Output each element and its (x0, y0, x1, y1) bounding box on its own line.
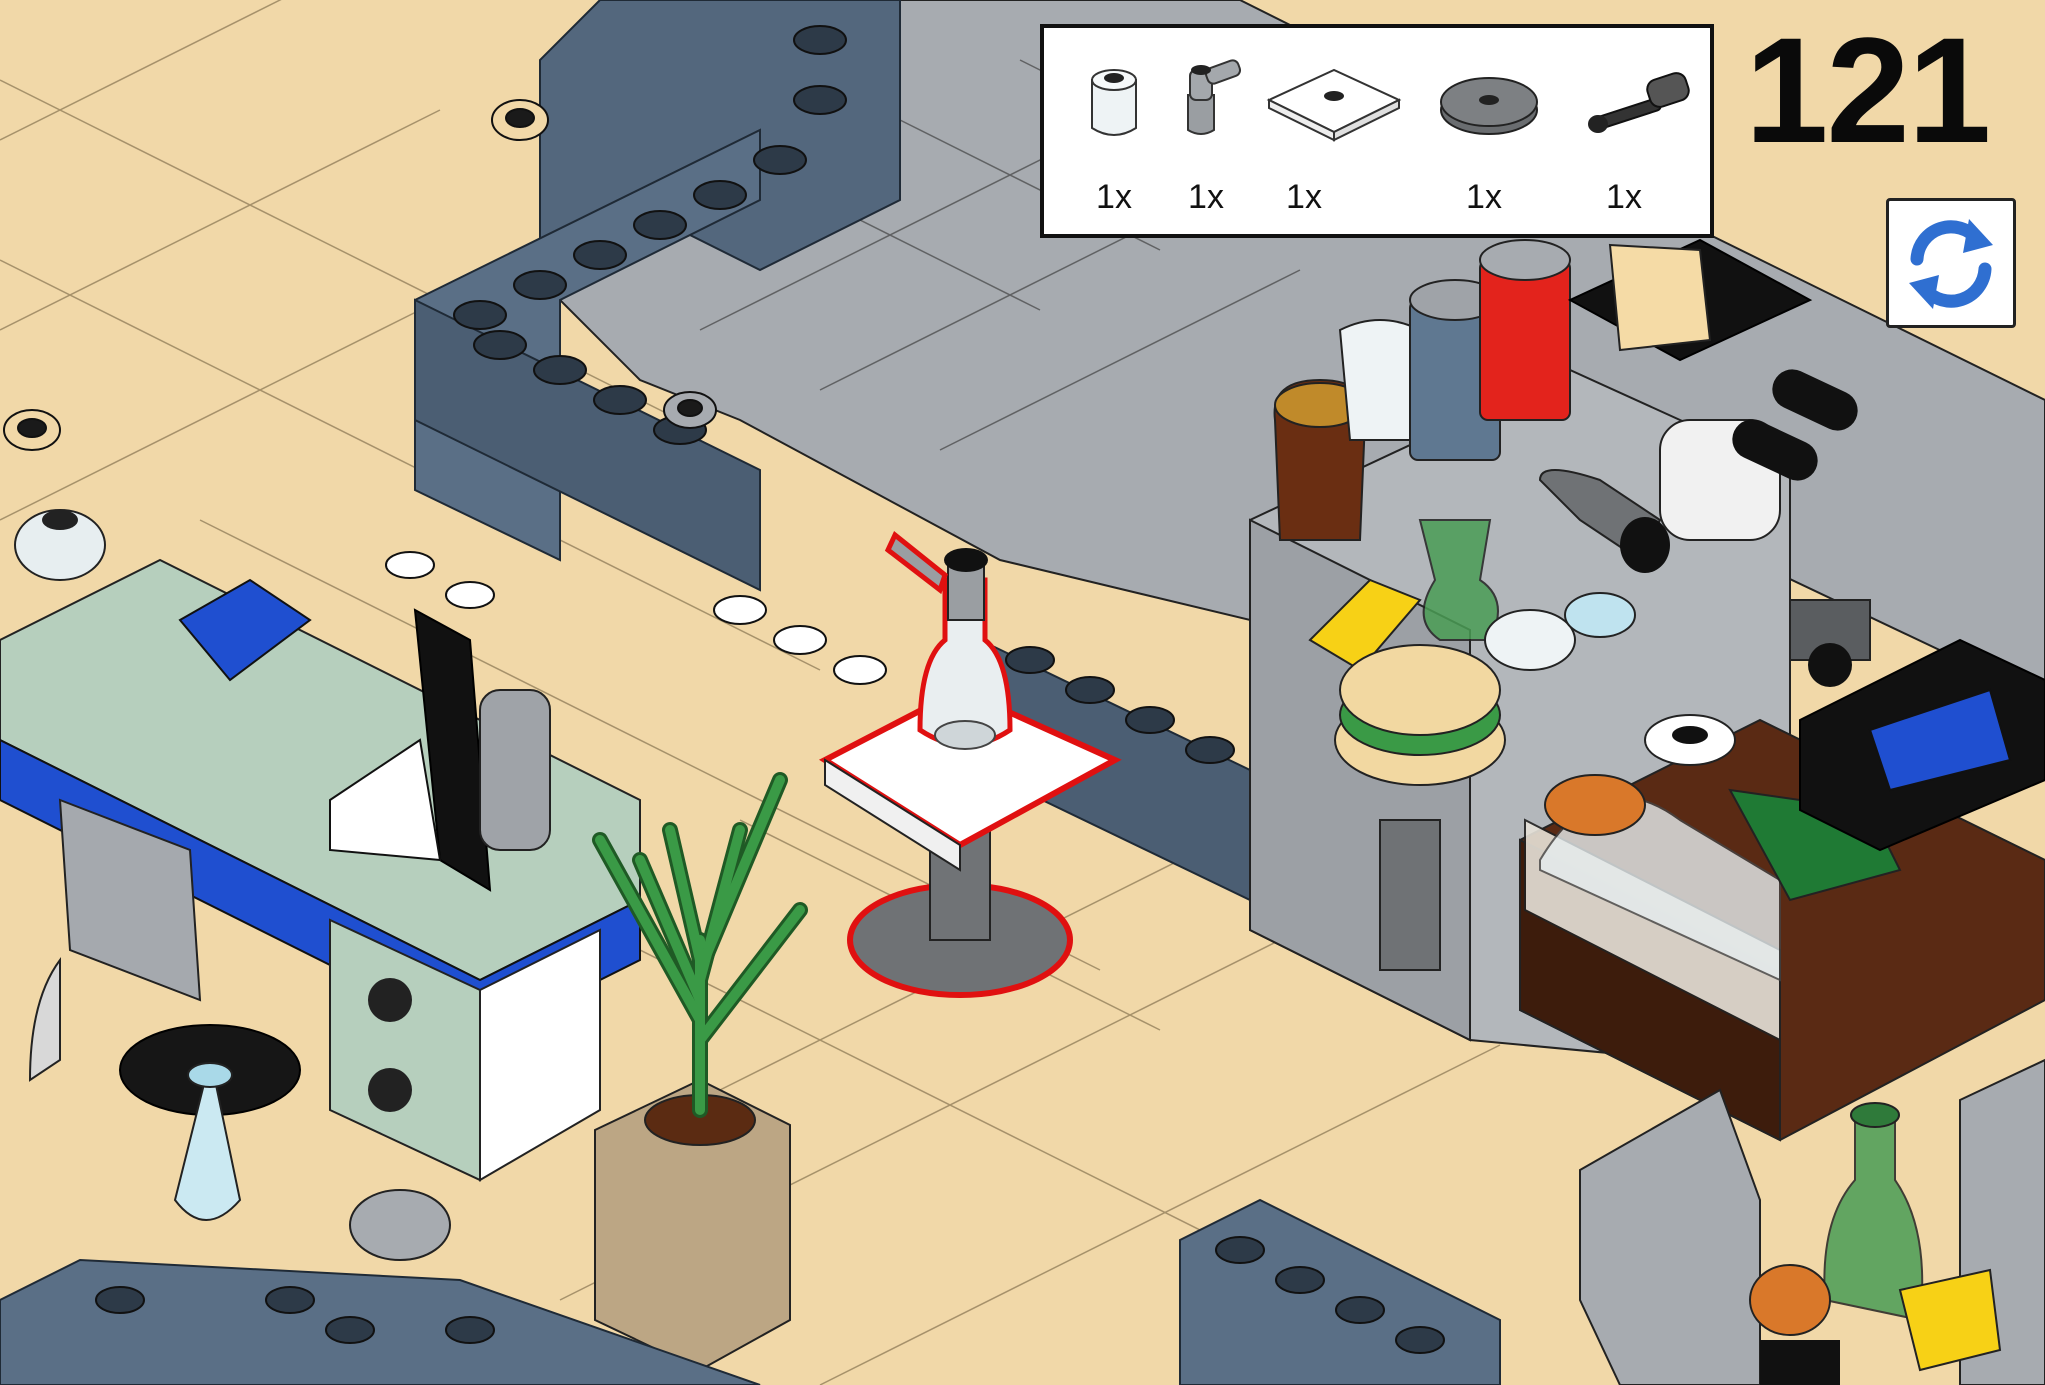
step-number: 121 (1745, 10, 2035, 170)
white-plate-2x2-with-stud-icon (1264, 50, 1404, 150)
black-bar-with-stopper-icon (1584, 50, 1704, 150)
bar-holder-clip-icon (1166, 50, 1246, 150)
rotate-button[interactable] (1886, 198, 2016, 328)
part-slot-3: 1x (1264, 50, 1404, 220)
part-qty: 1x (1584, 178, 1664, 217)
part-slot-5: 1x (1584, 50, 1704, 220)
part-qty: 1x (1444, 178, 1524, 217)
parts-list-callout: 1x 1x 1x 1x 1x (1040, 24, 1714, 238)
part-qty: 1x (1264, 178, 1344, 217)
part-slot-4: 1x (1434, 50, 1544, 220)
rotate-arrows-icon (1889, 201, 2013, 325)
part-qty: 1x (1166, 178, 1246, 217)
dark-gray-round-plate-icon (1434, 50, 1544, 150)
part-qty: 1x (1074, 178, 1154, 217)
transparent-round-brick-icon (1074, 50, 1154, 150)
